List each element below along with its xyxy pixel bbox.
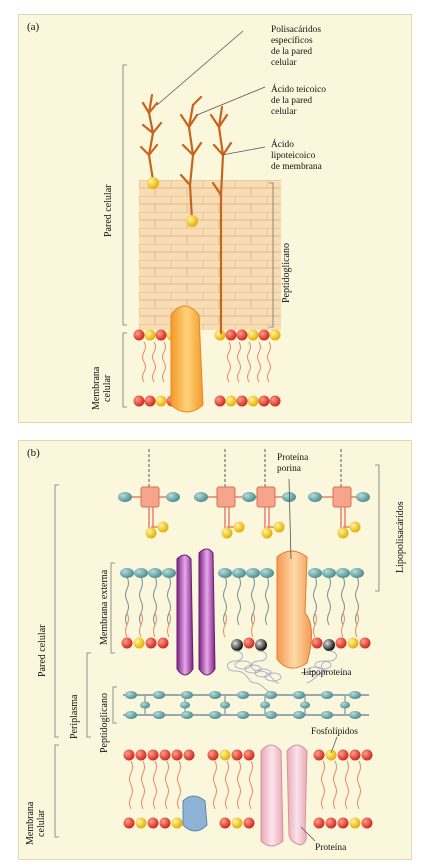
peptidoglycan-lattice bbox=[123, 691, 369, 719]
lps-units bbox=[118, 486, 370, 539]
leader-lines-b bbox=[288, 478, 338, 842]
peptidoglycan-bracket-b bbox=[112, 686, 117, 724]
peripheral-protein bbox=[182, 795, 208, 832]
label-lipoteichoic-acid: Ácido lipoteicoico de membrana bbox=[271, 140, 322, 172]
label-periplasm: Periplasma bbox=[69, 694, 80, 739]
panel-b-label: (b) bbox=[27, 447, 40, 459]
label-outer-membrane: Membrana externa bbox=[99, 569, 110, 645]
periplasm-bracket bbox=[86, 652, 91, 738]
polysaccharide-anchor-2 bbox=[186, 215, 198, 227]
porin-protein bbox=[276, 550, 312, 669]
outer-membrane-leaflet-top bbox=[120, 568, 364, 626]
lps-bracket bbox=[375, 464, 380, 592]
peptidoglycan-bracket bbox=[269, 182, 274, 328]
transmembrane-protein bbox=[260, 744, 308, 847]
outer-membrane-proteins bbox=[176, 548, 216, 676]
panel-a: (a) bbox=[18, 14, 412, 423]
membrane-heads-bottom bbox=[133, 395, 281, 407]
lps-chains bbox=[148, 449, 342, 487]
cell-wall-bracket-b bbox=[54, 484, 59, 738]
leader-lines bbox=[156, 30, 266, 156]
panel-a-label: (a) bbox=[27, 21, 40, 33]
gram-negative-envelope-diagram bbox=[54, 449, 380, 847]
label-cell-membrane: Membrana celular bbox=[91, 366, 113, 410]
polysaccharide-anchor-1 bbox=[147, 177, 159, 189]
membrane-bracket-b bbox=[54, 744, 59, 838]
outer-membrane-bracket bbox=[110, 562, 115, 654]
cell-wall-bracket bbox=[122, 64, 127, 326]
membrane-bracket bbox=[122, 332, 127, 408]
membrane-protein bbox=[170, 305, 204, 413]
gram-positive-envelope-diagram bbox=[122, 30, 281, 413]
label-cell-wall: Pared celular bbox=[103, 184, 114, 237]
label-peptidoglycan: Peptidoglicano bbox=[281, 243, 292, 303]
peptidoglycan-layer bbox=[139, 180, 281, 330]
label-protein: Proteína bbox=[315, 843, 347, 853]
outer-membrane-leaflet-bottom bbox=[121, 612, 371, 651]
membrane-tails bbox=[142, 341, 271, 383]
lipoprotein-coils bbox=[227, 650, 337, 694]
panel-b: (b) bbox=[18, 440, 412, 860]
label-lipopolysaccharides: Lipopolisacáridos bbox=[395, 501, 406, 573]
label-cell-wall-b: Pared celular bbox=[37, 624, 48, 677]
label-polysaccharides: Polisacáridos específicos de la pared ce… bbox=[271, 25, 321, 68]
label-porin: Proteína porina bbox=[277, 453, 309, 474]
label-lipoprotein: Lipoproteína bbox=[303, 668, 352, 678]
label-teichoic-acid: Ácido teicoico de la pared celular bbox=[271, 85, 326, 117]
label-peptidoglycan-b: Peptidoglicano bbox=[99, 693, 110, 753]
label-cell-membrane-b: Membrana celular bbox=[25, 801, 47, 845]
cell-membrane-bilayer bbox=[123, 749, 373, 829]
label-phospholipids: Fosfolípidos bbox=[311, 727, 358, 737]
membrane-heads-top bbox=[133, 329, 281, 341]
